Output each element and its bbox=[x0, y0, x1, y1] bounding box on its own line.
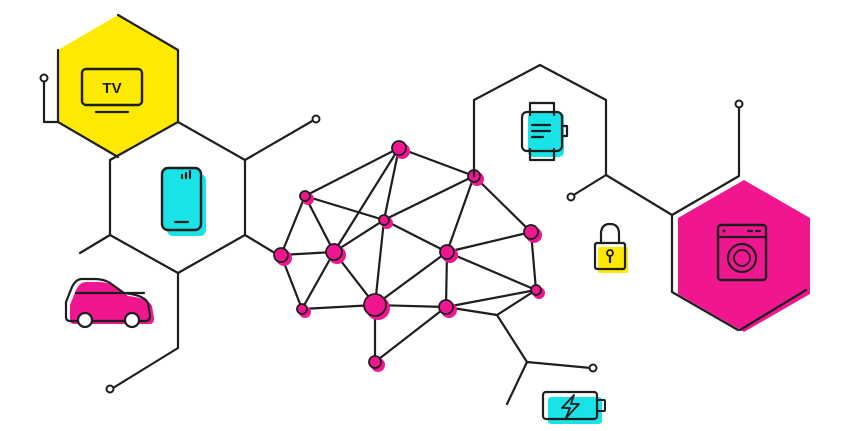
network-node bbox=[299, 190, 314, 205]
washing-machine-icon bbox=[716, 223, 768, 282]
network-node bbox=[296, 303, 311, 318]
left-hex-structure bbox=[39, 13, 321, 394]
network-node bbox=[391, 140, 410, 159]
network-node bbox=[363, 293, 390, 320]
network-node bbox=[438, 299, 457, 318]
network-node bbox=[325, 243, 346, 264]
network-node bbox=[439, 244, 458, 263]
tv-hexagon bbox=[58, 15, 178, 157]
right-hex-structure bbox=[472, 63, 810, 332]
battery-charging-icon bbox=[541, 390, 606, 424]
network-node bbox=[523, 224, 542, 243]
tv-icon: TV bbox=[80, 67, 144, 114]
smartwatch-icon bbox=[520, 101, 569, 162]
network-node bbox=[378, 214, 393, 229]
washer-hexagon bbox=[678, 180, 810, 332]
network-node bbox=[530, 284, 545, 299]
smartphone-icon bbox=[160, 166, 206, 236]
network-node bbox=[273, 247, 292, 266]
padlock-icon bbox=[593, 222, 628, 273]
car-icon bbox=[64, 277, 154, 329]
network-node bbox=[368, 355, 385, 372]
network-graph bbox=[273, 140, 598, 406]
tv-label: TV bbox=[102, 80, 121, 97]
